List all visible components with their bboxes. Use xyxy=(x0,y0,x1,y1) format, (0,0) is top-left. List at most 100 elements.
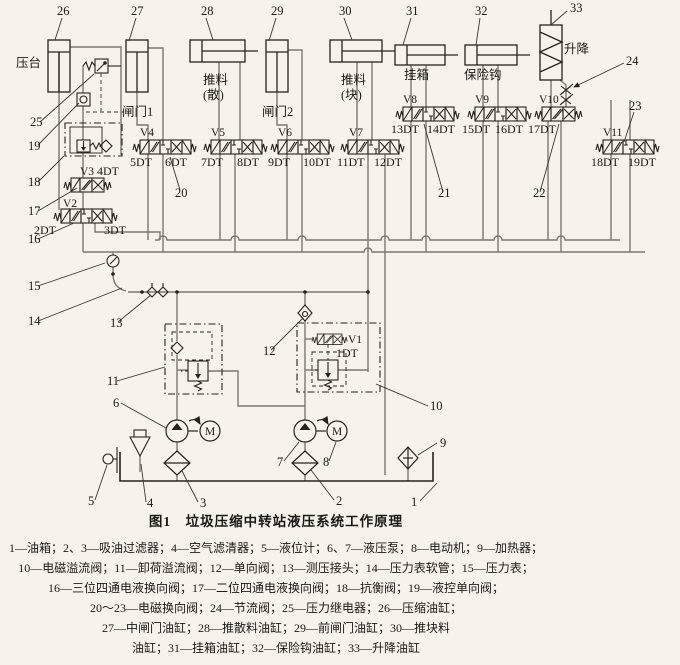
valve-label-v4: V4 xyxy=(140,127,154,139)
dt-label-7dt: 7DT xyxy=(201,155,224,169)
callout-numbers: 1 2 3 4 5 6 7 8 9 10 11 12 13 14 15 16 1… xyxy=(28,1,642,510)
callout-20: 20 xyxy=(175,186,188,200)
valve-symbol-v3 xyxy=(63,177,112,193)
dt-label-4dt: 4DT xyxy=(97,164,120,178)
bus-line-b xyxy=(83,247,645,253)
dt-label-9dt: 9DT xyxy=(268,155,291,169)
dt-label-12dt: 12DT xyxy=(374,155,403,169)
callout-14: 14 xyxy=(28,314,41,328)
valve-symbol-v8 xyxy=(395,106,460,122)
unloading-relief-valve-block xyxy=(164,323,223,395)
dt-label-16dt: 16DT xyxy=(495,122,524,136)
callout-17: 17 xyxy=(28,204,41,218)
callout-16: 16 xyxy=(28,232,41,246)
dt-label-17dt: 17DT xyxy=(528,122,557,136)
cylinder-push-loose xyxy=(189,39,258,63)
motor-m-label: M xyxy=(205,426,215,438)
dt-label-18dt: 18DT xyxy=(591,155,620,169)
valve-label-v1: V1 xyxy=(348,334,362,346)
valve-symbol-v4 xyxy=(132,139,197,155)
oil-tank xyxy=(119,452,434,482)
check-valve-icon xyxy=(297,304,313,322)
callout-2: 2 xyxy=(336,494,342,508)
valve-label-v8: V8 xyxy=(403,94,417,106)
valve-label-v11: V11 xyxy=(603,127,623,139)
figure-caption: 图1 垃圾压缩中转站液压系统工作原理 1—油箱；2、3—吸油过滤器；4—空气滤清… xyxy=(0,508,552,658)
figure-title: 图1 垃圾压缩中转站液压系统工作原理 xyxy=(148,514,404,529)
cylinder-label-hang-box: 挂箱 xyxy=(404,67,429,82)
test-coupling-icon xyxy=(157,282,169,298)
cylinder-gate1 xyxy=(125,39,149,93)
callout-9: 9 xyxy=(440,436,446,450)
cylinder-push-block xyxy=(329,39,395,63)
valve-label-v5: V5 xyxy=(211,127,225,139)
cylinder-label-gate2: 闸门2 xyxy=(262,104,293,119)
cylinder-label-push-loose: 推料 xyxy=(203,73,229,87)
valve-label-v3: V3 xyxy=(80,166,94,178)
motor-m-label: M xyxy=(332,426,342,438)
dt-label-5dt: 5DT xyxy=(130,155,153,169)
dt-label-10dt: 10DT xyxy=(303,155,332,169)
callout-28: 28 xyxy=(201,4,214,18)
pump-icon xyxy=(294,420,328,442)
legend-line-2: 10—电磁溢流阀；11—卸荷溢流阀；12—单向阀；13—测压接头；14—压力表软… xyxy=(18,561,534,575)
air-filter-icon xyxy=(129,429,151,458)
dt-label-15dt: 15DT xyxy=(462,122,491,136)
test-coupling-icon xyxy=(146,282,158,298)
cylinder-press xyxy=(47,39,71,93)
callout-33: 33 xyxy=(570,1,583,15)
callout-15: 15 xyxy=(28,279,41,293)
pilot-check-valve-icon xyxy=(76,92,91,107)
counterbalance-valve-block xyxy=(64,122,123,157)
suction-filter-icon xyxy=(291,450,319,476)
callout-22: 22 xyxy=(533,186,546,200)
cylinder-label-safety-hook: 保险钩 xyxy=(464,67,502,82)
callout-8: 8 xyxy=(323,455,329,469)
cylinder-label-push-block: 推料 xyxy=(341,73,367,87)
dt-label-19dt: 19DT xyxy=(628,155,657,169)
dt-label-1dt: 1DT xyxy=(336,346,359,360)
valve-label-v2: V2 xyxy=(63,198,77,210)
callout-24: 24 xyxy=(626,54,639,68)
callout-12: 12 xyxy=(263,344,276,358)
dt-label-14dt: 14DT xyxy=(427,122,456,136)
valve-symbol-v5 xyxy=(203,139,268,155)
cylinder-label-lift: 升降 xyxy=(564,42,590,56)
callout-27: 27 xyxy=(131,4,144,18)
solenoid-relief-valve-block xyxy=(296,322,381,393)
valve-symbol-v7 xyxy=(340,139,405,155)
callout-6: 6 xyxy=(113,396,119,410)
cylinder-lift xyxy=(538,10,564,81)
callout-30: 30 xyxy=(339,4,352,18)
cylinder-safety-hook xyxy=(464,44,530,66)
valve-label-v10: V10 xyxy=(539,94,559,106)
valve-label-v6: V6 xyxy=(278,127,292,139)
dt-label-13dt: 13DT xyxy=(391,122,420,136)
callout-4: 4 xyxy=(147,496,154,510)
callout-1: 1 xyxy=(411,495,417,509)
legend-line-6: 油缸；31—挂箱油缸；32—保险钩油缸；33—升降油缸 xyxy=(131,641,420,655)
cylinder-gate2 xyxy=(265,39,289,93)
callout-26: 26 xyxy=(57,4,70,18)
legend-line-1: 1—油箱；2、3—吸油过滤器；4—空气滤清器；5—液位计；6、7—液压泵；8—电… xyxy=(8,541,543,555)
valve-symbol-v2 xyxy=(53,208,118,224)
pump-icon xyxy=(166,420,200,442)
dt-label-8dt: 8DT xyxy=(237,155,260,169)
valve-label-v7: V7 xyxy=(349,127,363,139)
dt-label-3dt: 3DT xyxy=(104,223,127,237)
legend-line-3: 16—三位四通电液换向阀；17—二位四通电液换向阀；18—抗衡阀；19—液控单向… xyxy=(47,581,504,595)
legend-line-4: 20～23—电磁换向阀；24—节流阀；25—压力继电器；26—压缩油缸； xyxy=(89,601,462,615)
cylinder-label-gate1: 闸门1 xyxy=(122,104,153,119)
pressure-relay-icon xyxy=(82,58,121,74)
valve-symbol-v9 xyxy=(467,106,532,122)
valve-symbol-v10 xyxy=(534,106,583,122)
level-gauge-icon xyxy=(102,447,118,473)
pressure-gauge-icon xyxy=(106,254,120,268)
callout-3: 3 xyxy=(200,496,206,510)
valve-symbol-v1 xyxy=(311,333,348,345)
callout-5: 5 xyxy=(88,494,94,508)
pipe-junctions xyxy=(111,272,370,294)
callout-11: 11 xyxy=(107,374,119,388)
suction-filter-icon xyxy=(163,450,191,476)
cylinder-label-press: 压台 xyxy=(16,55,41,70)
